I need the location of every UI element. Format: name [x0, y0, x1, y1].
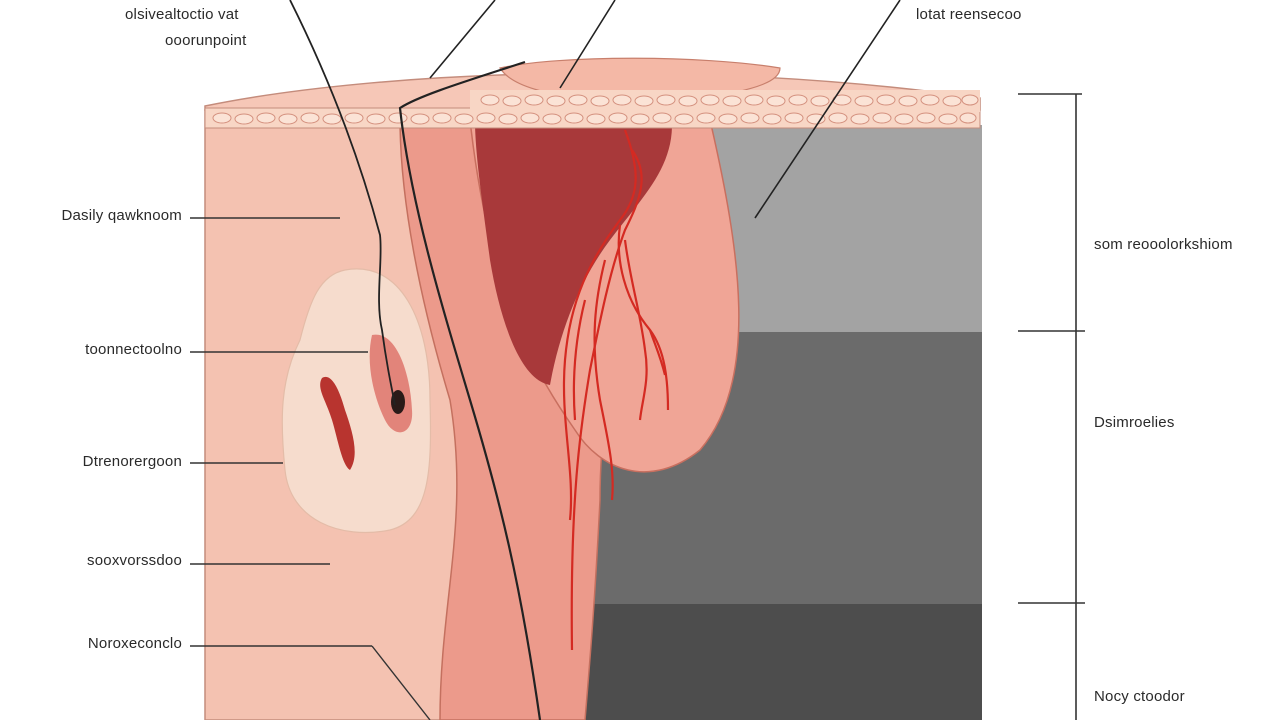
- right-label-1: som reooolorkshiom: [1094, 236, 1233, 253]
- probe-line-left: [289, 0, 396, 406]
- top-label-left-line1: olsivealtoctio vat: [125, 6, 239, 23]
- probe-line: [398, 60, 542, 720]
- lesion-red-mark: [320, 376, 355, 470]
- right-label-2: Dsimroelies: [1094, 414, 1175, 431]
- left-label-1: Dasily qawknoom: [61, 207, 182, 224]
- lesion-dark-spot: [391, 390, 405, 414]
- left-label-4: sooxvorssdoo: [87, 552, 182, 569]
- blood-vessels: [562, 129, 670, 651]
- right-label-3: Nocy ctoodor: [1094, 688, 1185, 705]
- lesion-patch: [281, 268, 432, 534]
- lower-grey-layer: [580, 604, 982, 720]
- top-label-left-line2: ooorunpoint: [165, 32, 247, 49]
- left-label-2: toonnectoolno: [85, 341, 182, 358]
- cell-pattern: [212, 94, 979, 125]
- left-leader-lines: [190, 217, 431, 720]
- top-leader-lines: [429, 0, 901, 219]
- left-label-5: Noroxeconclo: [87, 635, 182, 652]
- left-label-3: Dtrenorergoon: [82, 453, 182, 470]
- upper-grey-layer: [700, 125, 982, 332]
- right-bracket: [1018, 93, 1085, 720]
- dark-red-mass: [475, 125, 672, 385]
- top-label-right: lotat reensecoo: [916, 6, 1022, 23]
